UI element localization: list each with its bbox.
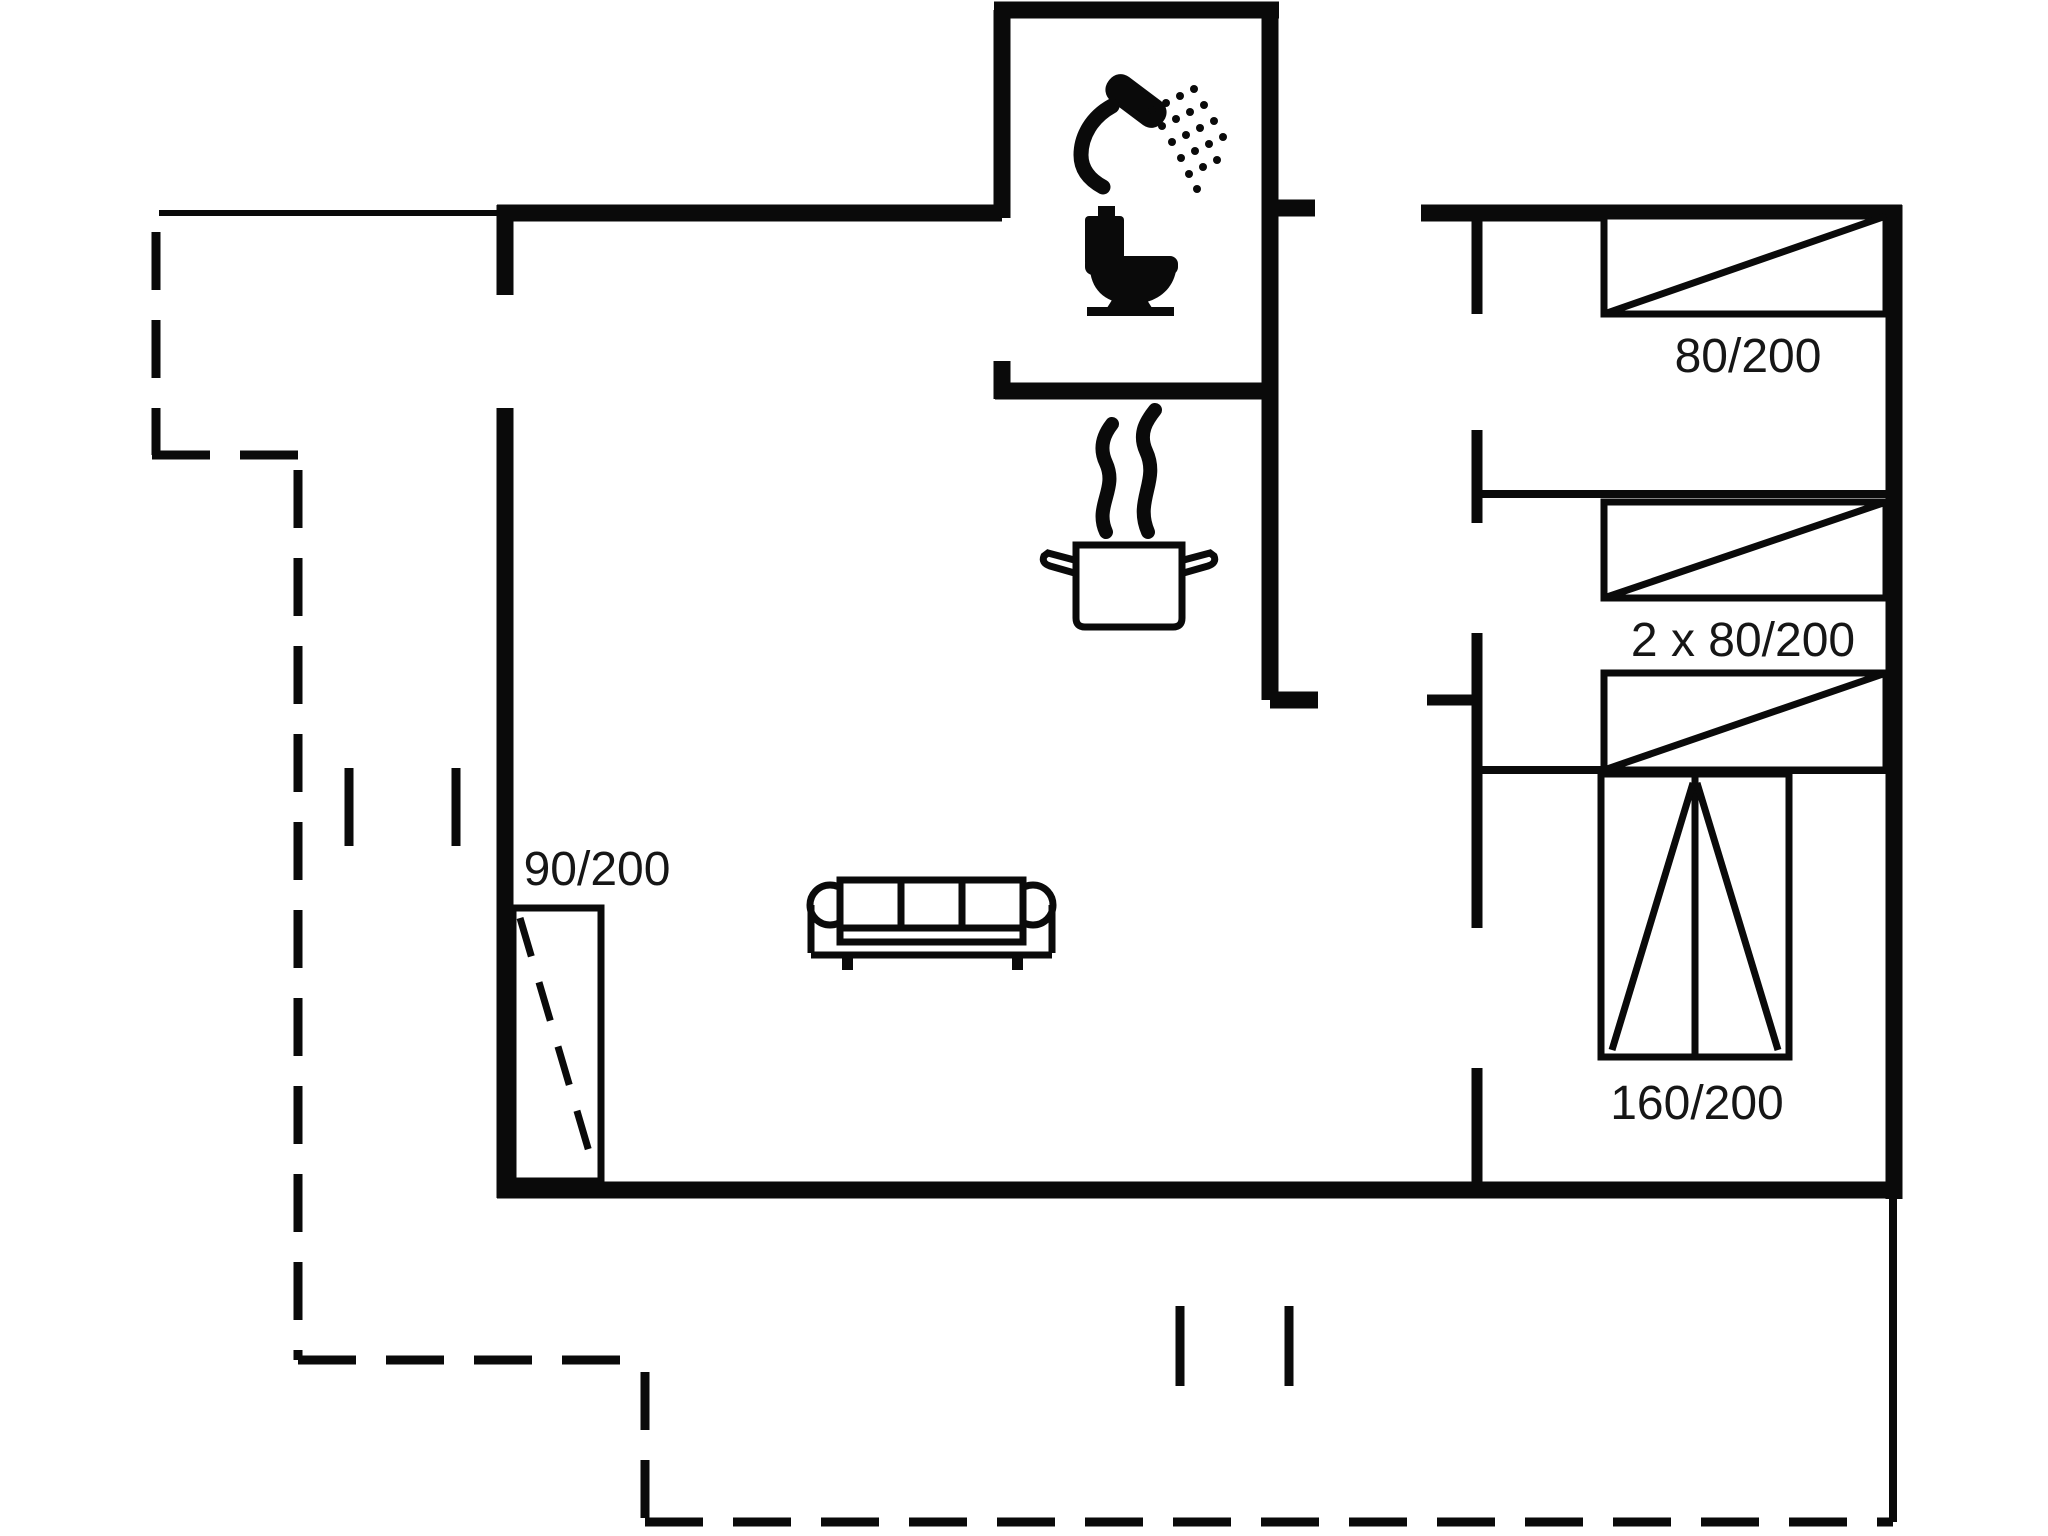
door-swing-dash [516,917,599,1173]
door-size-label: 90/200 [524,843,671,896]
kitchen [1039,403,1219,631]
bathroom [993,1,1318,709]
bed-size-label: 80/200 [1675,330,1822,383]
bedroom-middle: 2 x 80/200 [1600,498,1890,774]
bed-size-label: 160/200 [1610,1077,1784,1130]
twin-bed-lower-icon [1600,669,1890,774]
bedroom-top: 80/200 [1600,212,1890,383]
steam-icon [1095,403,1162,539]
toilet-icon [1085,206,1178,316]
cooking-pot-icon [1039,541,1219,631]
terrace-door: 90/200 [509,843,671,1185]
sofa-icon [806,876,1057,970]
shower-icon [1073,74,1227,195]
door-marks [344,768,1294,1386]
twin-bed-upper-icon [1600,498,1890,602]
shower-spray-dots [1148,85,1227,193]
bedroom-bottom: 160/200 [1597,770,1793,1130]
terrace-outline [151,232,1897,1527]
single-bed-icon [1600,212,1890,318]
bed-size-label: 2 x 80/200 [1631,614,1855,667]
double-bed-icon [1597,770,1793,1061]
